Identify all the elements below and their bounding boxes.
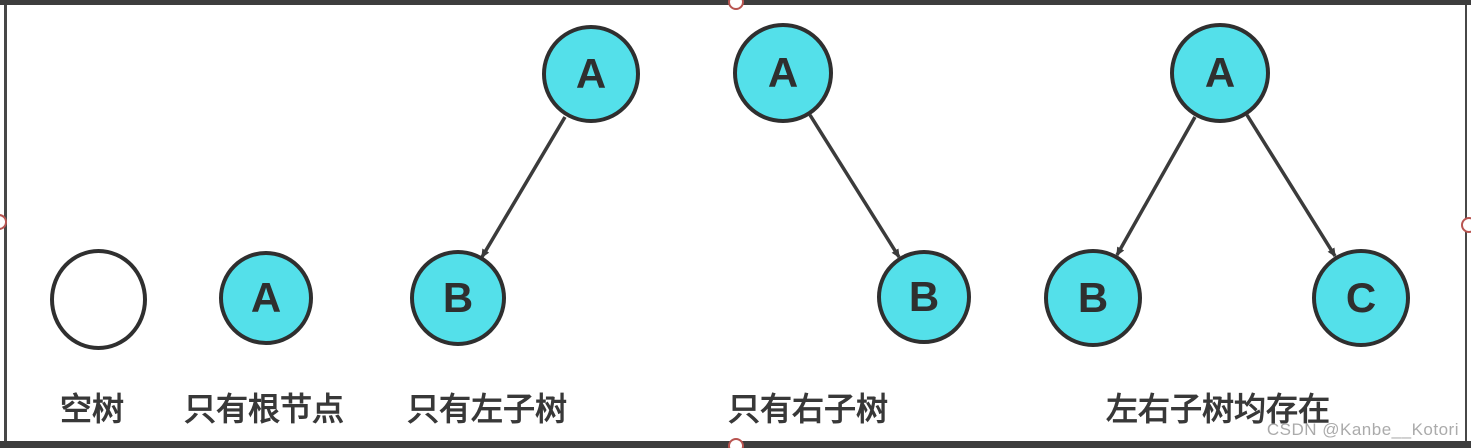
csdn-watermark: CSDN @Kanbe__Kotori — [1266, 420, 1459, 439]
figure-caption-right-subtree: 只有右子树 — [727, 391, 889, 427]
edge-arrow-right-subtree — [808, 114, 901, 259]
edge-arrow-both-right — [1245, 114, 1337, 258]
edge-arrow-both-left — [1115, 116, 1197, 257]
selection-handle-top[interactable] — [728, 0, 744, 10]
tree-node-root-only-a: A — [219, 251, 313, 345]
figure-caption-left-subtree: 只有左子树 — [406, 391, 568, 427]
tree-node-right-subtree-a: A — [733, 23, 833, 123]
selection-handle-right[interactable] — [1461, 217, 1471, 233]
tree-node-left-subtree-a: A — [542, 25, 640, 123]
figure-caption-root-only: 只有根节点 — [183, 391, 345, 427]
tree-node-both-a: A — [1170, 23, 1270, 123]
figure-caption-empty-tree: 空树 — [59, 391, 125, 427]
selection-handle-bottom[interactable] — [728, 438, 744, 448]
figure-caption-both-subtrees: 左右子树均存在 — [1105, 391, 1331, 427]
tree-node-left-subtree-b: B — [410, 250, 506, 346]
tree-node-empty — [50, 249, 147, 350]
tree-node-both-c: C — [1312, 249, 1410, 347]
edge-arrow-left-subtree — [480, 116, 567, 259]
tree-node-both-b: B — [1044, 249, 1142, 347]
tree-node-right-subtree-b: B — [877, 250, 971, 344]
